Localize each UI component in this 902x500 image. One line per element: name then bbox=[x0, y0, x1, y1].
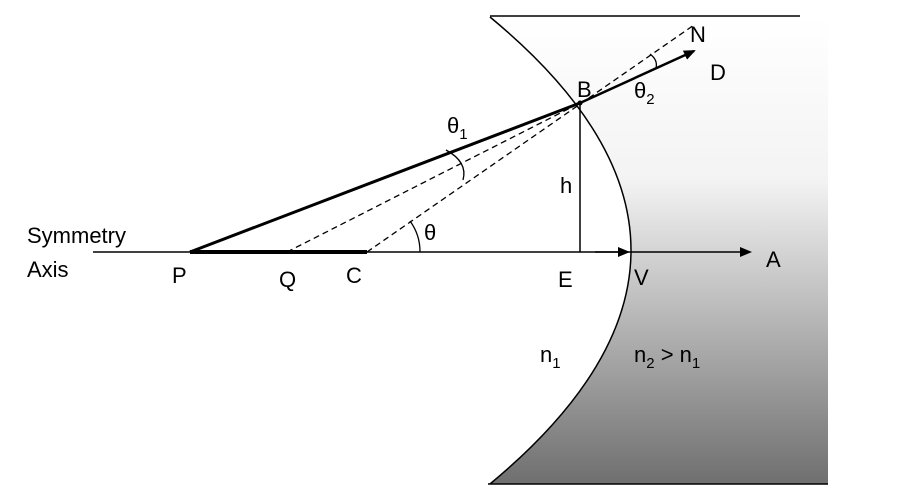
label-B: B bbox=[577, 77, 592, 102]
label-theta: θ bbox=[424, 220, 436, 245]
theta1-arc bbox=[445, 149, 465, 181]
refracting-surface bbox=[489, 16, 632, 485]
label-P: P bbox=[172, 263, 187, 288]
glass-medium bbox=[490, 17, 828, 484]
label-theta1: θ1 bbox=[447, 113, 468, 143]
label-E: E bbox=[558, 267, 573, 292]
incident-ray bbox=[189, 101, 581, 254]
normal-line-dashed bbox=[366, 24, 695, 253]
axis-label-line1: Symmetry bbox=[27, 223, 126, 248]
theta-arc bbox=[409, 220, 421, 253]
label-theta2: θ2 bbox=[634, 78, 655, 108]
label-h: h bbox=[560, 173, 572, 198]
label-N: N bbox=[690, 22, 706, 47]
label-n2-relation: n2 > n1 bbox=[634, 342, 700, 372]
label-C: C bbox=[346, 263, 362, 288]
label-n1: n1 bbox=[540, 342, 561, 372]
axis-label-line2: Axis bbox=[27, 257, 69, 282]
apparent-ray-dashed bbox=[286, 102, 581, 253]
label-D: D bbox=[710, 60, 726, 85]
point-B-marker bbox=[577, 100, 583, 106]
refracted-ray bbox=[579, 49, 696, 105]
label-A: A bbox=[766, 247, 781, 272]
theta2-arc bbox=[649, 53, 658, 69]
label-Q: Q bbox=[279, 267, 296, 292]
label-V: V bbox=[634, 265, 649, 290]
